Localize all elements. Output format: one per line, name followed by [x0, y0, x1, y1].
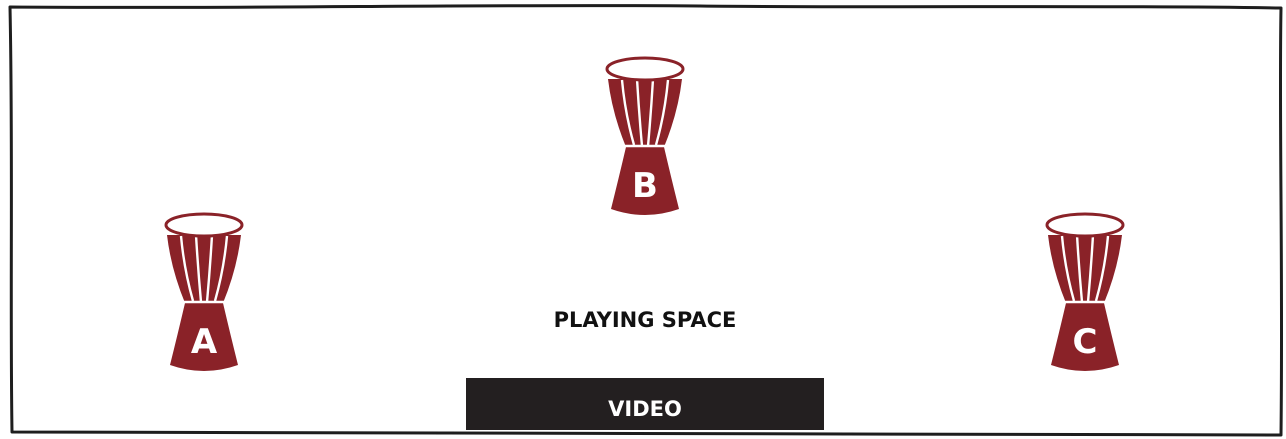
video-bar: VIDEO — [466, 378, 824, 430]
drum-c-label: C — [1073, 322, 1098, 362]
drum-a: A — [164, 212, 244, 373]
drum-b-label: B — [632, 166, 658, 206]
video-label: VIDEO — [608, 397, 682, 421]
playing-space-label: PLAYING SPACE — [554, 308, 737, 332]
drum-a-label: A — [191, 322, 218, 362]
drum-c: C — [1045, 212, 1125, 373]
frame-outline — [8, 4, 1284, 437]
drum-b: B — [605, 56, 685, 217]
video-bar-background — [466, 378, 824, 430]
